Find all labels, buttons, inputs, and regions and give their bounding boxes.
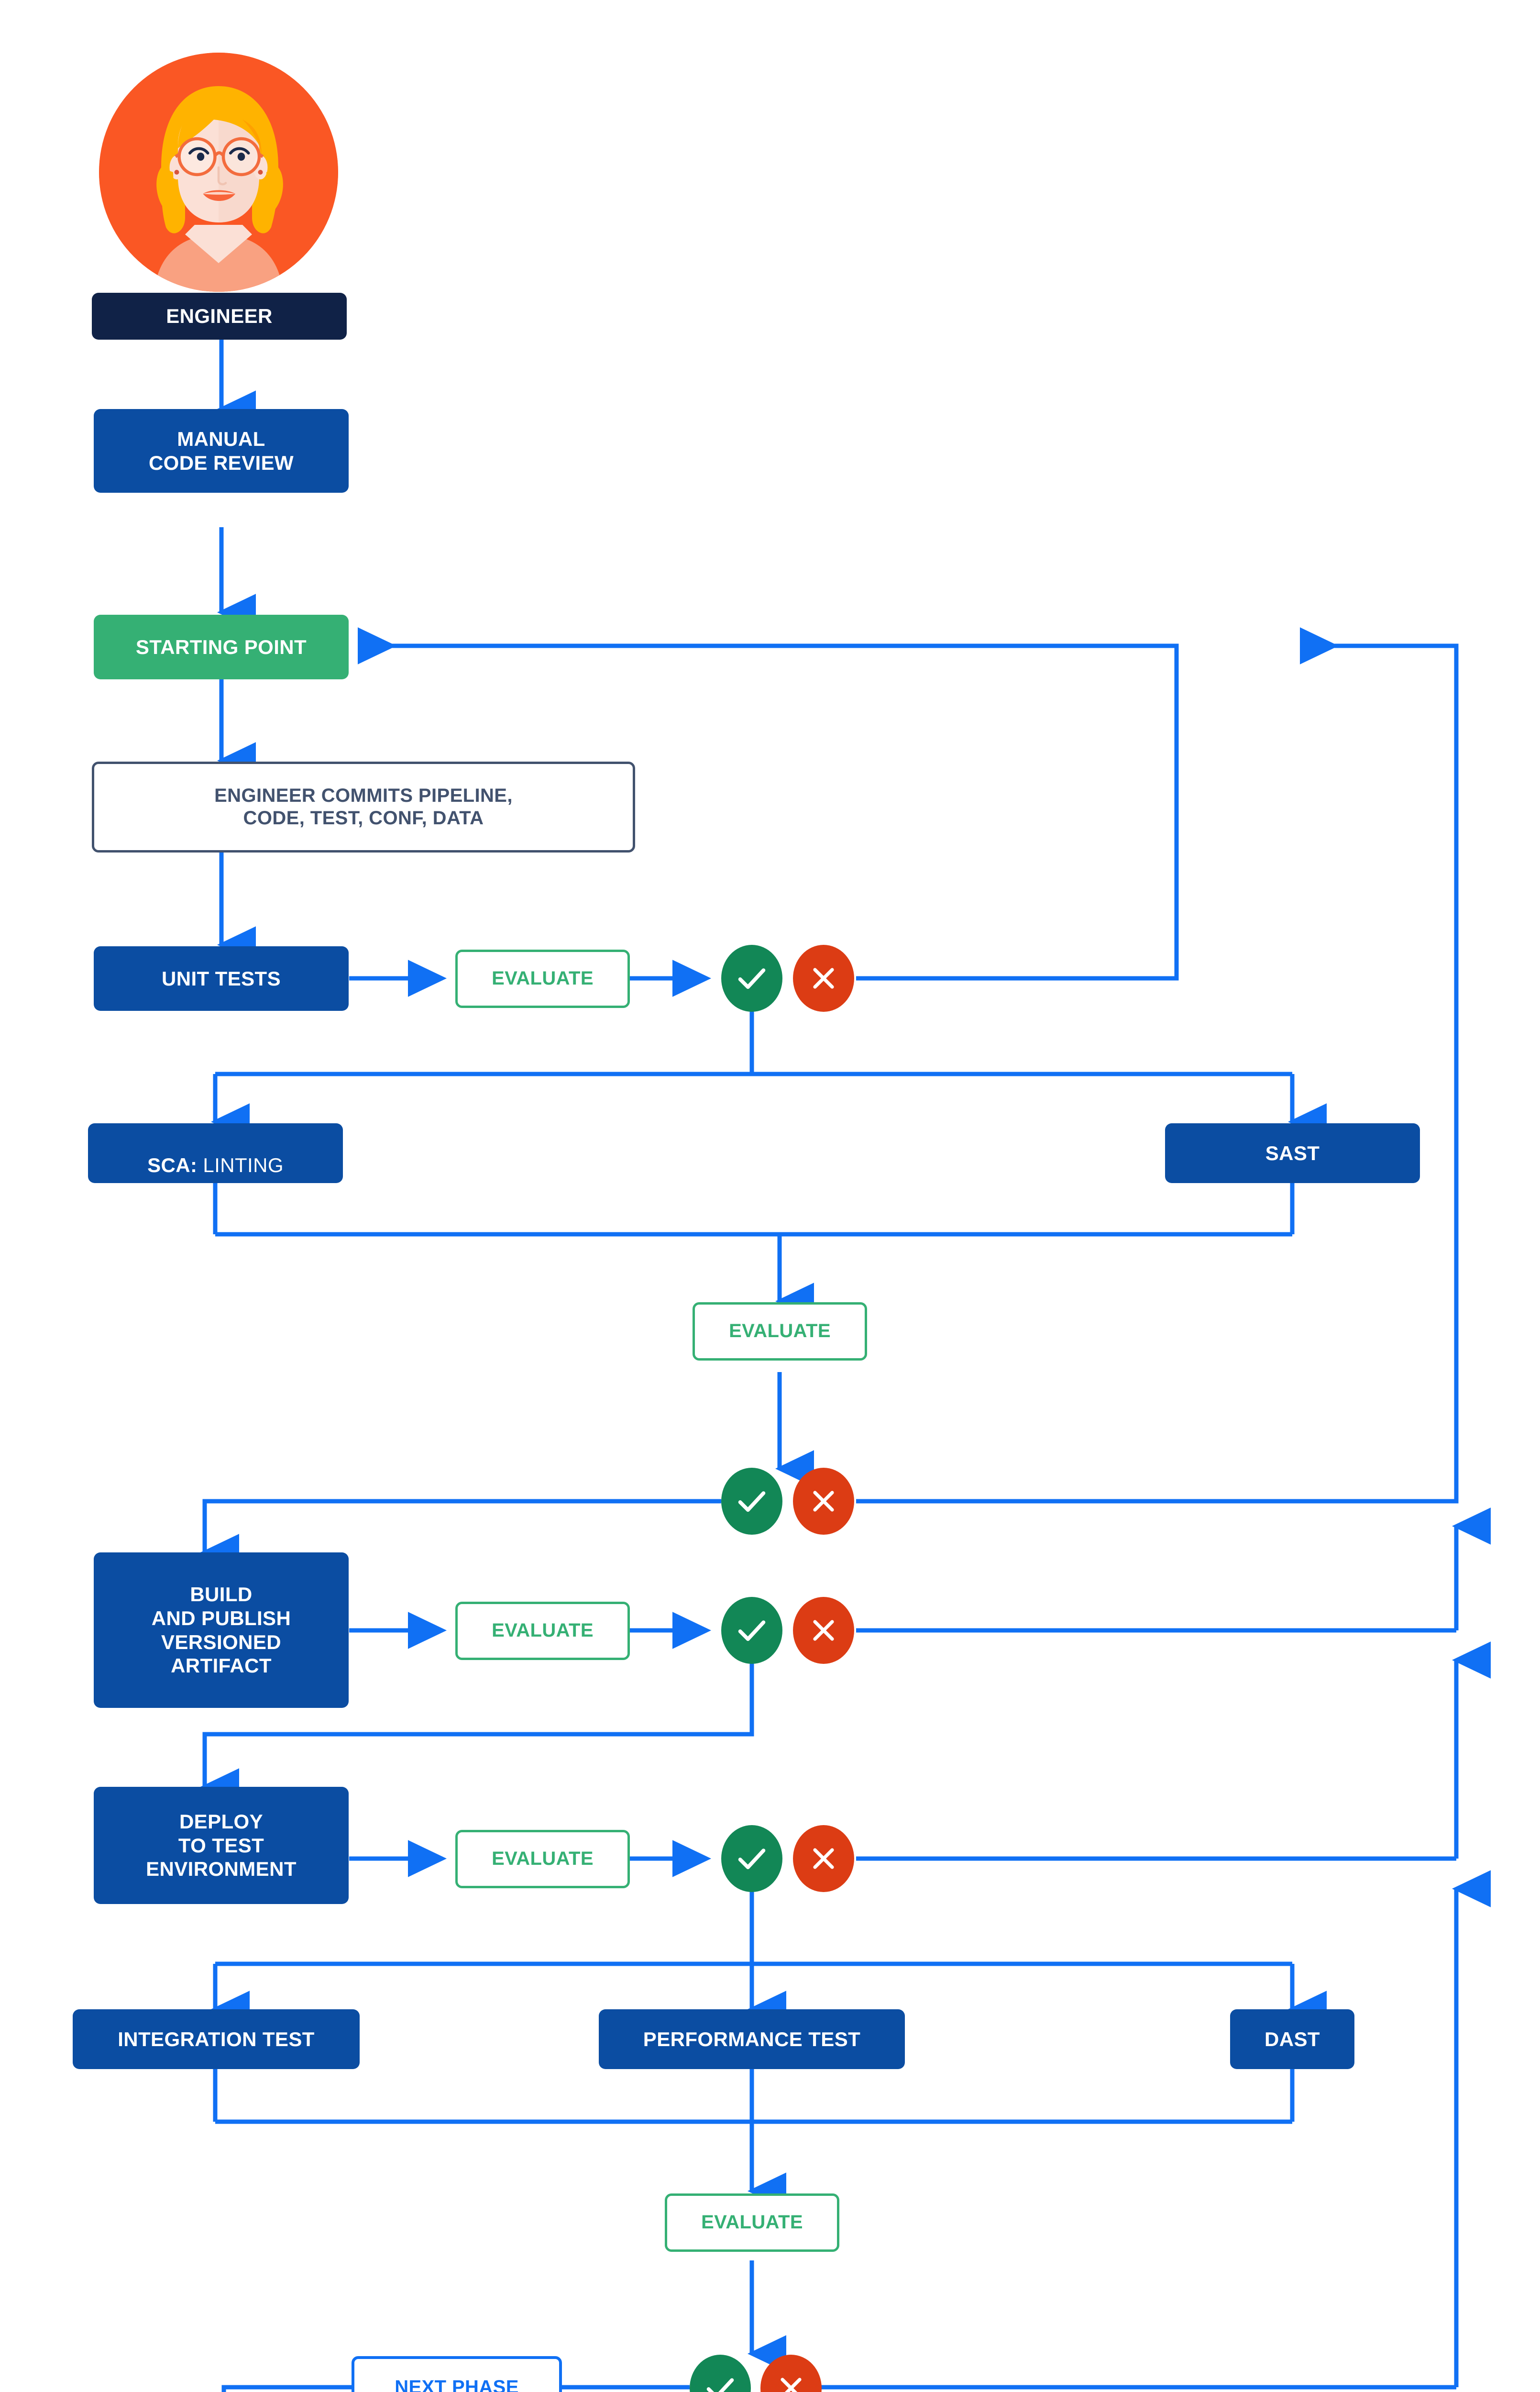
node-integration-test[interactable]: INTEGRATION TEST bbox=[73, 2009, 360, 2069]
node-starting-point[interactable]: STARTING POINT bbox=[94, 615, 349, 679]
gate-evaluate-unit-tests-label: EVALUATE bbox=[492, 968, 594, 989]
cross-icon bbox=[813, 1848, 834, 1869]
node-deploy-test-environment[interactable]: DEPLOY TO TEST ENVIRONMENT bbox=[94, 1787, 349, 1904]
check-icon bbox=[706, 2378, 734, 2392]
node-starting-point-label: STARTING POINT bbox=[135, 635, 307, 658]
node-build-publish-artifact-label: BUILD AND PUBLISH VERSIONED ARTIFACT bbox=[151, 1583, 291, 1677]
node-build-publish-artifact[interactable]: BUILD AND PUBLISH VERSIONED ARTIFACT bbox=[94, 1552, 349, 1708]
gate-evaluate-static-analysis[interactable]: EVALUATE bbox=[693, 1302, 867, 1361]
node-dast-label: DAST bbox=[1265, 2027, 1320, 2050]
gate-evaluate-build[interactable]: EVALUATE bbox=[455, 1602, 630, 1660]
check-icon bbox=[738, 968, 766, 989]
check-icon bbox=[738, 1620, 766, 1641]
node-manual-code-review-label: MANUAL CODE REVIEW bbox=[148, 427, 294, 474]
decision-static-analysis-fail[interactable] bbox=[793, 1468, 854, 1535]
node-performance-test[interactable]: PERFORMANCE TEST bbox=[599, 2009, 905, 2069]
node-next-phase-label: NEXT PHASE bbox=[395, 2377, 519, 2392]
cross-icon bbox=[813, 1620, 834, 1641]
node-integration-test-label: INTEGRATION TEST bbox=[118, 2027, 315, 2050]
role-badge-engineer: ENGINEER bbox=[92, 293, 347, 340]
decision-unit-tests-pass[interactable] bbox=[721, 945, 782, 1012]
node-performance-test-label: PERFORMANCE TEST bbox=[643, 2027, 861, 2050]
node-sca-prefix: SCA: bbox=[147, 1153, 198, 1176]
gate-evaluate-unit-tests[interactable]: EVALUATE bbox=[455, 950, 630, 1008]
gate-evaluate-static-analysis-label: EVALUATE bbox=[729, 1320, 831, 1342]
node-sast-label: SAST bbox=[1265, 1141, 1320, 1164]
node-sca-linting[interactable]: SCA: LINTING bbox=[88, 1123, 343, 1183]
cross-icon bbox=[813, 968, 834, 989]
node-unit-tests[interactable]: UNIT TESTS bbox=[94, 946, 349, 1011]
decision-build-pass[interactable] bbox=[721, 1597, 782, 1664]
gate-evaluate-dynamic-tests[interactable]: EVALUATE bbox=[665, 2193, 839, 2252]
node-engineer-commits-label: ENGINEER COMMITS PIPELINE, CODE, TEST, C… bbox=[214, 785, 513, 829]
gate-evaluate-deploy-label: EVALUATE bbox=[492, 1848, 594, 1870]
node-next-phase[interactable]: NEXT PHASE bbox=[352, 2356, 562, 2392]
cross-icon bbox=[781, 2378, 802, 2392]
node-sca-suffix: LINTING bbox=[197, 1153, 284, 1176]
gate-evaluate-dynamic-tests-label: EVALUATE bbox=[701, 2212, 803, 2233]
node-deploy-test-environment-label: DEPLOY TO TEST ENVIRONMENT bbox=[146, 1810, 297, 1881]
node-sast[interactable]: SAST bbox=[1165, 1123, 1420, 1183]
decision-unit-tests-fail[interactable] bbox=[793, 945, 854, 1012]
decision-deploy-fail[interactable] bbox=[793, 1825, 854, 1892]
gate-evaluate-deploy[interactable]: EVALUATE bbox=[455, 1830, 630, 1888]
engineer-avatar bbox=[99, 53, 338, 292]
decision-deploy-pass[interactable] bbox=[721, 1825, 782, 1892]
check-icon bbox=[738, 1491, 766, 1512]
node-unit-tests-label: UNIT TESTS bbox=[161, 967, 281, 990]
gate-evaluate-build-label: EVALUATE bbox=[492, 1620, 594, 1641]
node-manual-code-review[interactable]: MANUAL CODE REVIEW bbox=[94, 409, 349, 493]
check-icon bbox=[738, 1849, 766, 1870]
role-badge-label: ENGINEER bbox=[166, 305, 273, 328]
node-sca-linting-label: SCA: LINTING bbox=[147, 1130, 284, 1177]
cross-icon bbox=[813, 1491, 834, 1512]
node-dast[interactable]: DAST bbox=[1230, 2009, 1354, 2069]
decision-build-fail[interactable] bbox=[793, 1597, 854, 1664]
node-engineer-commits[interactable]: ENGINEER COMMITS PIPELINE, CODE, TEST, C… bbox=[92, 762, 635, 853]
decision-static-analysis-pass[interactable] bbox=[721, 1468, 782, 1535]
